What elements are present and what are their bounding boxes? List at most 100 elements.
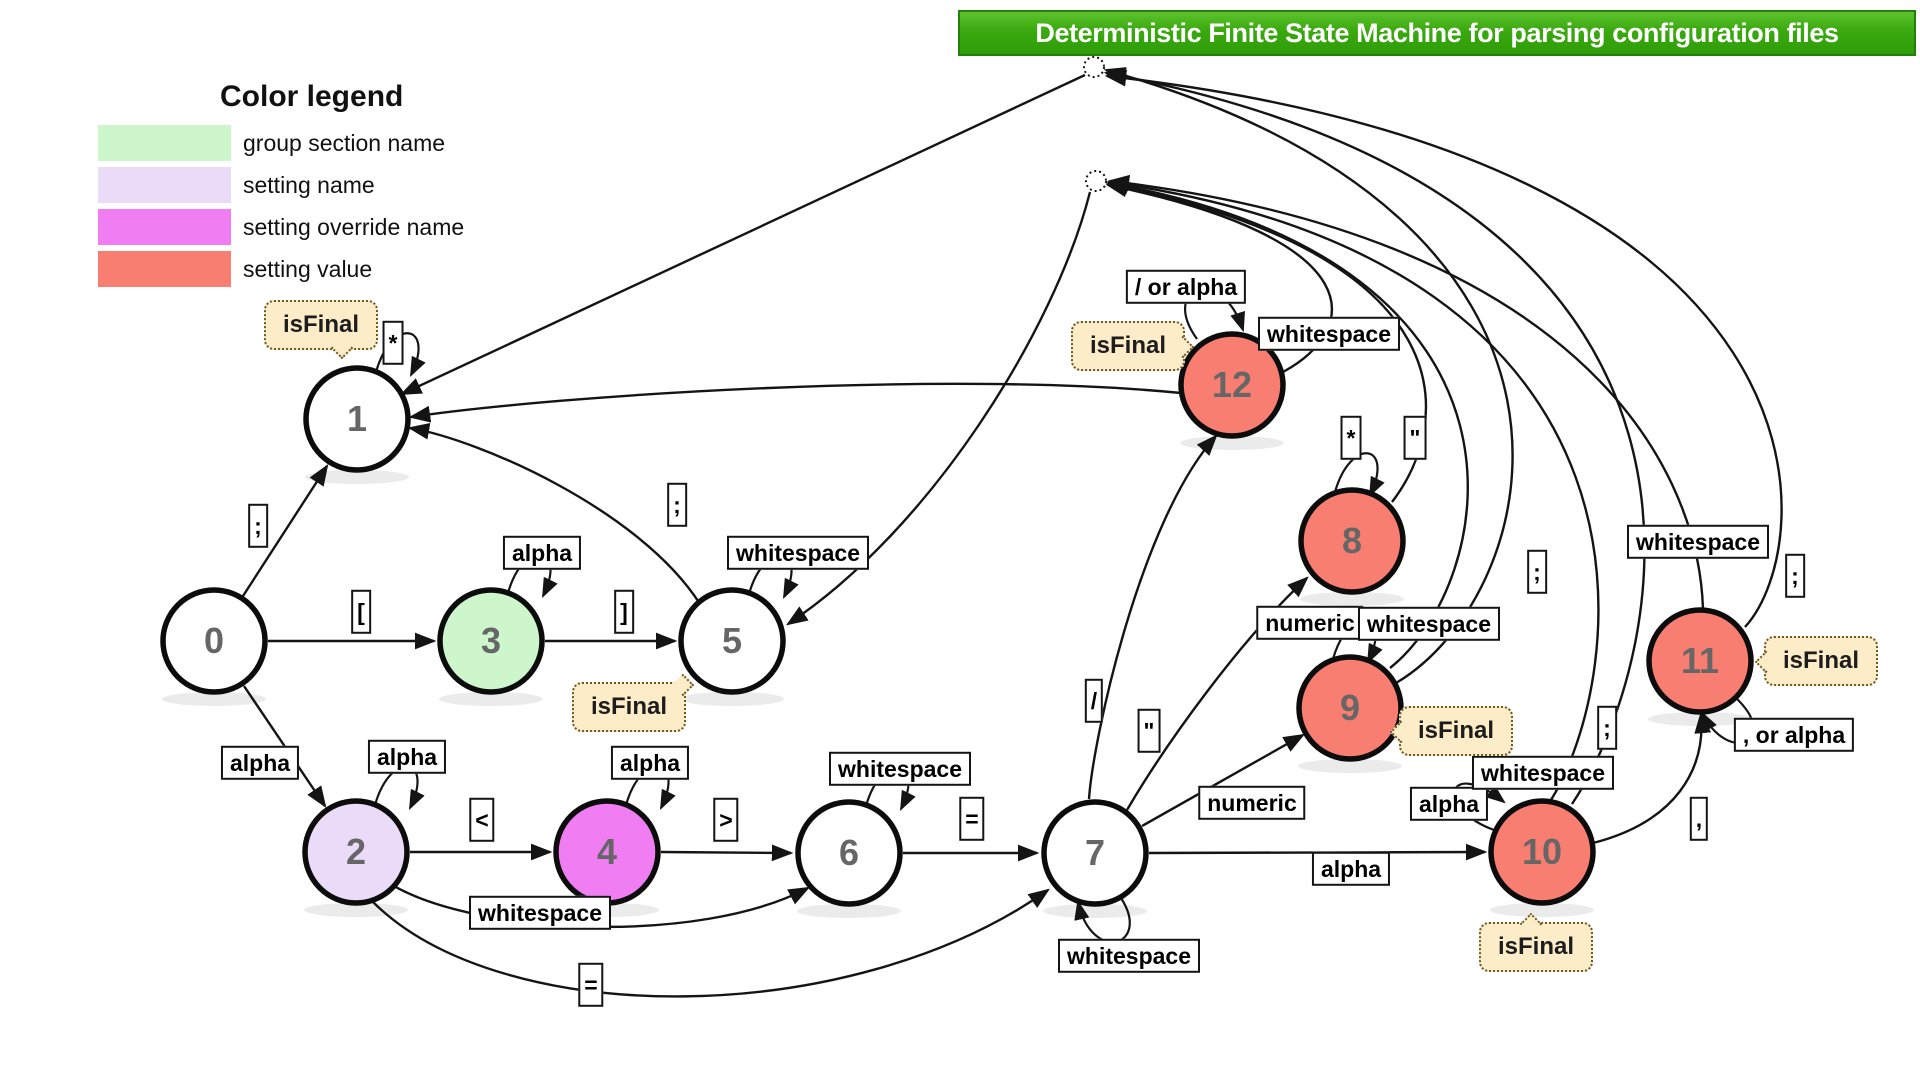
edge-label-9-junction-b: whitespace bbox=[1358, 606, 1500, 642]
loop-8 bbox=[1333, 452, 1385, 497]
state-0-label: 0 bbox=[203, 620, 225, 661]
edge-label-1-loop: * bbox=[382, 320, 404, 366]
state-8-label: 8 bbox=[1341, 520, 1363, 561]
state-6-label: 6 bbox=[838, 832, 860, 873]
legend-swatch-setting-override-name bbox=[98, 209, 231, 245]
isfinal-text: isFinal bbox=[1497, 933, 1575, 960]
edge-junction-b-5 bbox=[785, 191, 1092, 626]
state-10-label: 10 bbox=[1521, 831, 1563, 872]
edge-label-2-7: = bbox=[578, 962, 604, 1008]
edge-2-7 bbox=[371, 888, 1050, 998]
edge-label-11-junction-b: whitespace bbox=[1627, 524, 1769, 560]
isfinal-callout-state-10: isFinal bbox=[1478, 912, 1594, 972]
legend-swatch-setting-value bbox=[98, 251, 231, 287]
edge-label-7-12: / bbox=[1084, 678, 1104, 724]
legend-label-group-section-name: group section name bbox=[243, 129, 446, 156]
isfinal-callout-state-11: isFinal bbox=[1754, 636, 1879, 686]
edge-label-10-junction-b: whitespace bbox=[1472, 755, 1614, 791]
isfinal-text: isFinal bbox=[1782, 647, 1860, 674]
isfinal-callout-state-1: isFinal bbox=[263, 300, 379, 360]
edge-12-1 bbox=[408, 382, 1182, 423]
edge-label-9-junction-a: ; bbox=[1527, 549, 1547, 595]
edge-5-1 bbox=[407, 422, 702, 605]
state-2-label: 2 bbox=[345, 831, 367, 872]
legend-label-setting-override-name: setting override name bbox=[243, 213, 465, 240]
edge-label-2-6: whitespace bbox=[469, 895, 611, 931]
edge-label-0-1: ; bbox=[248, 503, 268, 549]
state-12-label: 12 bbox=[1211, 364, 1253, 405]
state-11-label: 11 bbox=[1680, 640, 1720, 681]
edge-label-7-8: " bbox=[1137, 708, 1161, 754]
edge-label-2-loop: alpha bbox=[367, 739, 447, 775]
state-1-label: 1 bbox=[346, 398, 368, 439]
edge-7-12 bbox=[1087, 434, 1218, 800]
junction-b bbox=[1085, 170, 1107, 192]
state-8 bbox=[1298, 487, 1406, 595]
edge-label-3-loop: alpha bbox=[502, 535, 582, 571]
legend-label-setting-value: setting value bbox=[243, 255, 373, 282]
state-7 bbox=[1041, 799, 1149, 907]
edge-9-junction-a bbox=[1103, 67, 1514, 685]
edge-7-8 bbox=[1125, 576, 1309, 811]
edge-7-9 bbox=[1141, 733, 1306, 828]
edge-11-junction-a bbox=[1104, 69, 1783, 628]
state-5-label: 5 bbox=[721, 620, 743, 661]
edge-label-3-5: ] bbox=[614, 589, 634, 635]
edge-label-11-loop: , or alpha bbox=[1733, 717, 1855, 753]
state-3-label: 3 bbox=[480, 620, 502, 661]
legend-swatch-group-section-name bbox=[98, 125, 231, 161]
state-0 bbox=[160, 587, 268, 695]
edge-12-junction-b bbox=[1105, 180, 1334, 374]
state-2 bbox=[302, 798, 410, 906]
legend-label-setting-name: setting name bbox=[243, 171, 375, 198]
state-4-label: 4 bbox=[596, 831, 618, 872]
edge-label-6-7: = bbox=[959, 796, 985, 842]
edge-junction-a-1 bbox=[399, 73, 1086, 396]
state-1 bbox=[303, 365, 411, 473]
isfinal-callout-state-9: isFinal bbox=[1389, 706, 1514, 756]
edge-label-11-junction-a: ; bbox=[1785, 553, 1805, 599]
edge-label-7-9: numeric bbox=[1198, 785, 1306, 821]
isfinal-text: isFinal bbox=[590, 693, 668, 720]
title-text: Deterministic Finite State Machine for p… bbox=[1035, 17, 1839, 48]
isfinal-callout-state-5: isFinal bbox=[571, 673, 695, 732]
edge-label-10-junction-a: ; bbox=[1597, 705, 1617, 751]
state-9-label: 9 bbox=[1339, 687, 1361, 728]
legend-title: Color legend bbox=[220, 80, 404, 113]
edge-label-6-loop: whitespace bbox=[829, 751, 971, 787]
state-12 bbox=[1178, 331, 1286, 439]
state-10 bbox=[1488, 798, 1596, 906]
isfinal-callout-state-12: isFinal bbox=[1070, 321, 1195, 371]
edge-label-5-1: ; bbox=[667, 482, 687, 528]
edge-label-8-loop: * bbox=[1340, 415, 1362, 461]
state-shadows bbox=[162, 436, 1752, 918]
edge-8-junction-b bbox=[1105, 179, 1428, 503]
edge-10-11 bbox=[1592, 711, 1712, 845]
edge-label-9-loop: numeric bbox=[1256, 605, 1364, 641]
edge-0-1 bbox=[241, 463, 329, 597]
junction-a bbox=[1083, 56, 1105, 78]
isfinal-text: isFinal bbox=[282, 311, 360, 338]
isfinal-text: isFinal bbox=[1417, 717, 1495, 744]
legend-swatch-setting-name bbox=[98, 167, 231, 203]
edge-label-7-loop: whitespace bbox=[1058, 938, 1200, 974]
edge-label-10-11: , bbox=[1689, 796, 1709, 842]
edge-label-4-loop: alpha bbox=[610, 745, 690, 781]
isfinal-text: isFinal bbox=[1089, 332, 1167, 359]
edge-10-junction-b bbox=[1106, 176, 1600, 801]
edge-label-12-loop: / or alpha bbox=[1125, 269, 1247, 305]
state-7-label: 7 bbox=[1084, 832, 1106, 873]
edge-label-8-junction-b: " bbox=[1403, 415, 1427, 461]
state-11 bbox=[1646, 607, 1754, 715]
state-6 bbox=[795, 799, 903, 907]
state-3 bbox=[437, 587, 545, 695]
edge-label-12-junction-b: whitespace bbox=[1258, 316, 1400, 352]
edge-label-4-6: > bbox=[713, 797, 739, 843]
title-banner: Deterministic Finite State Machine for p… bbox=[958, 10, 1916, 56]
edge-label-0-2: alpha bbox=[220, 745, 300, 781]
edge-label-2-4: < bbox=[469, 797, 495, 843]
edge-label-7-10: alpha bbox=[1311, 851, 1391, 887]
edge-4-6 bbox=[660, 844, 794, 862]
state-5 bbox=[678, 587, 786, 695]
